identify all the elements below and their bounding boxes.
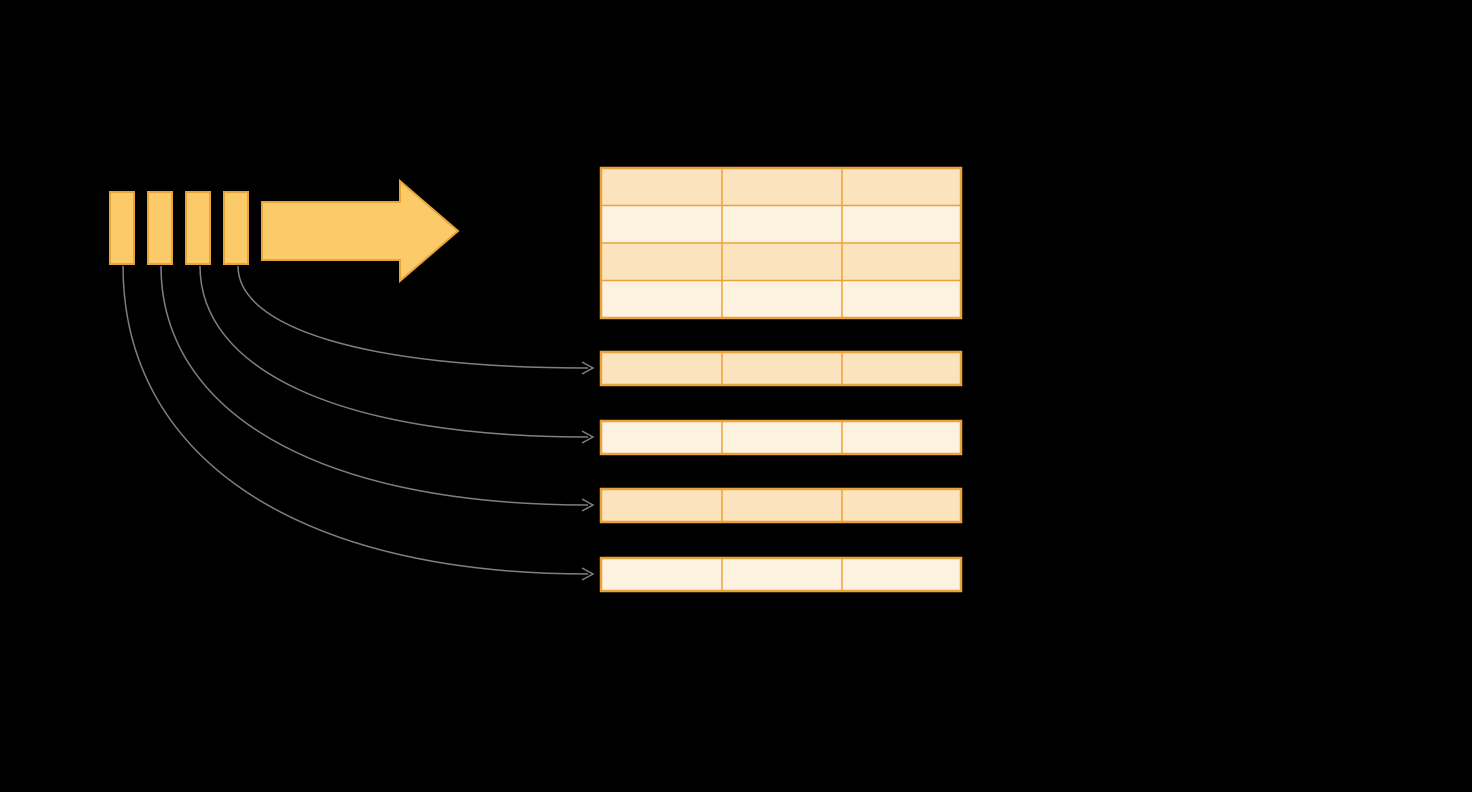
main-table-row-2 [601, 205, 961, 243]
detail-table-1 [599, 350, 963, 387]
detail-table-2-row [601, 421, 961, 454]
source-bars [109, 191, 249, 265]
connector-bar3-to-table2 [199, 265, 589, 438]
connector-arrowhead-1 [581, 361, 595, 375]
detail-table-3-row [601, 489, 961, 522]
connector-bar2-to-table3 [160, 265, 589, 506]
detail-table-4 [599, 556, 963, 593]
detail-table-3-border [599, 487, 963, 524]
connector-arrowhead-4 [581, 567, 595, 581]
connectors [122, 265, 595, 581]
connector-bar1-to-table4 [122, 265, 589, 575]
connector-bar4-to-table1 [237, 265, 589, 369]
flow-arrow [261, 178, 460, 284]
source-bar-4 [223, 191, 249, 265]
source-bar-2 [147, 191, 173, 265]
main-table-row-4 [601, 280, 961, 318]
detail-table-1-row [601, 352, 961, 385]
source-bar-1 [109, 191, 135, 265]
connector-arrowhead-3 [581, 498, 595, 512]
detail-table-3 [599, 487, 963, 524]
source-bar-3 [185, 191, 211, 265]
detail-table-2-border [599, 419, 963, 456]
detail-table-2 [599, 419, 963, 456]
main-table-row-3 [601, 243, 961, 281]
detail-table-4-row [601, 558, 961, 591]
detail-table-1-border [599, 350, 963, 387]
main-table-row-1 [601, 168, 961, 206]
main-table [599, 166, 963, 320]
connector-arrowhead-2 [581, 430, 595, 444]
detail-table-4-border [599, 556, 963, 593]
main-table-border [599, 166, 963, 320]
